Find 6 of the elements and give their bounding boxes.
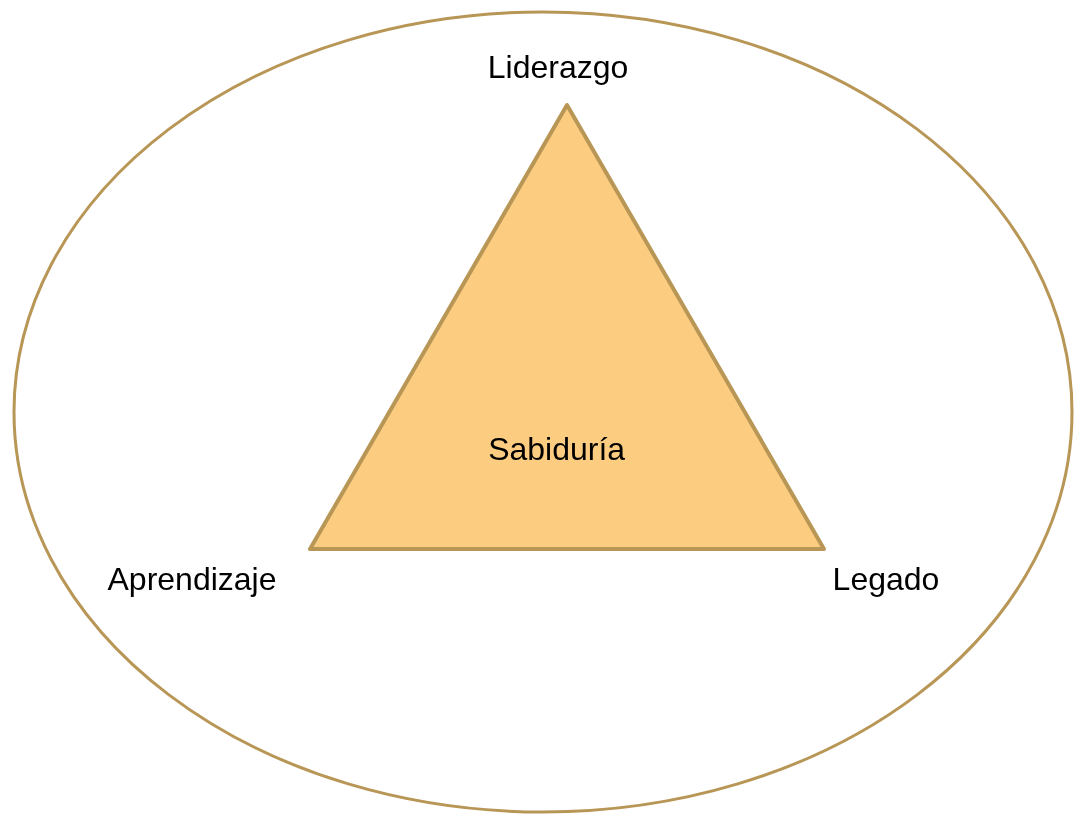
vertex-label: Legado: [832, 562, 940, 598]
node-label: Sabiduría: [488, 432, 626, 468]
vertex-label: Liderazgo: [487, 50, 629, 86]
outer-ellipse: [12, 10, 1074, 814]
vertex-label: Aprendizaje: [107, 562, 277, 598]
triangle: [308, 103, 826, 551]
